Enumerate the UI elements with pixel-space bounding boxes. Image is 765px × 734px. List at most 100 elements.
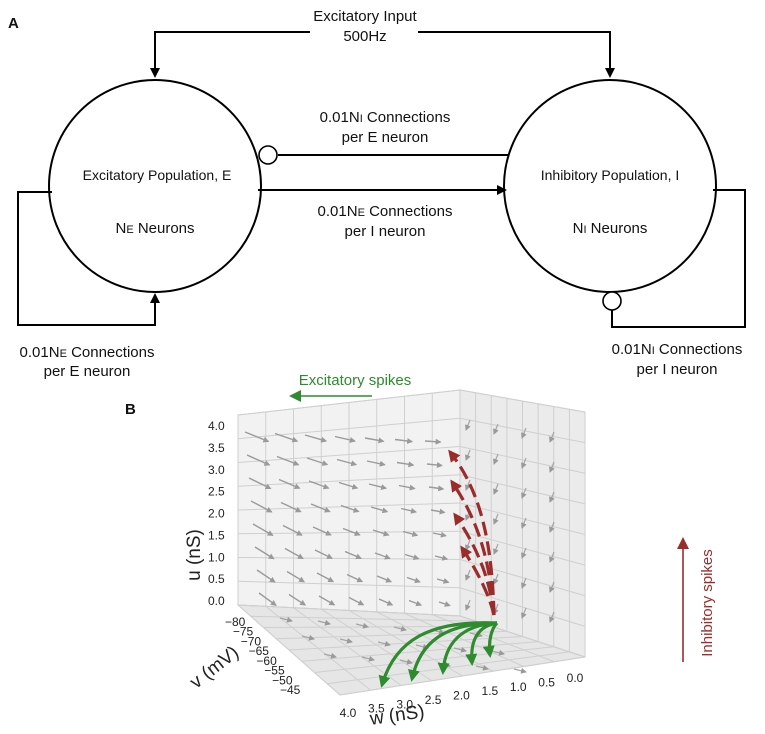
vector-arrow — [465, 479, 471, 491]
v-tick-label: −45 — [280, 683, 301, 697]
excitatory-spikes-label: Excitatory spikes — [299, 372, 412, 389]
vector-arrow — [254, 546, 275, 560]
grid-lines — [237, 389, 586, 696]
vector-arrow — [549, 581, 555, 593]
vector-arrow — [493, 453, 499, 465]
grid-line — [237, 474, 461, 487]
vector-arrow — [342, 527, 361, 536]
vector-arrow — [370, 506, 389, 514]
v-tick-label: −50 — [272, 673, 293, 687]
vector-arrow — [374, 552, 391, 560]
vector-arrow — [521, 487, 527, 499]
u-tick-label: 2.5 — [208, 485, 225, 499]
vector-arrow — [549, 491, 555, 503]
vector-arrow — [438, 601, 451, 607]
i-to-i-label-1: 0.01NI Connections — [612, 341, 743, 358]
v-axis-ticks: −80−75−70−65−60−55−50−45 — [225, 615, 301, 697]
grid-line — [339, 656, 586, 696]
w-tick-label: 0.0 — [567, 671, 584, 685]
vector-arrow — [336, 458, 358, 467]
e-to-e-recurrent — [17, 191, 160, 326]
vector-arrow — [493, 513, 499, 525]
vector-arrow — [549, 461, 555, 473]
u-tick-label: 1.0 — [208, 550, 225, 564]
vector-arrow — [323, 652, 337, 659]
panel-a-label: A — [8, 15, 19, 32]
vector-arrow — [465, 449, 471, 461]
input-label-1: Excitatory Input — [313, 8, 417, 25]
u-tick-label: 3.0 — [208, 463, 225, 477]
i-to-i-terminal — [602, 291, 622, 311]
exc-trajectory-5 — [482, 621, 499, 658]
excitatory-trajectories — [378, 621, 499, 688]
vector-arrow — [286, 570, 306, 583]
w-tick-label: 1.0 — [510, 680, 527, 694]
grid-line — [404, 612, 524, 667]
vector-arrow — [346, 573, 364, 583]
vector-arrow — [549, 551, 555, 563]
grid-line — [459, 446, 586, 474]
w-tick-label: 3.0 — [396, 697, 413, 711]
v-axis-label: v (mV) — [186, 642, 243, 693]
vector-arrow — [248, 477, 272, 490]
vector-arrow — [276, 455, 300, 466]
u-axis-ticks: 0.00.51.01.52.02.53.03.54.0 — [208, 419, 225, 608]
vector-arrow — [549, 521, 555, 533]
u-tick-label: 4.0 — [208, 419, 225, 433]
vector-arrow — [404, 553, 420, 561]
vector-arrow — [308, 480, 330, 490]
grid-line — [301, 641, 539, 662]
exc-trajectory-3 — [437, 621, 498, 675]
u-tick-label: 0.0 — [208, 594, 225, 608]
panel-a: A Excitatory Input 500Hz Excitatory Popu… — [8, 8, 746, 380]
vector-arrow — [434, 554, 449, 561]
vector-arrow — [306, 457, 329, 466]
vector-arrow — [396, 461, 415, 468]
vector-arrow — [317, 619, 331, 626]
vector-arrow — [521, 517, 527, 529]
vector-arrow — [364, 437, 385, 444]
u-axis-label: u (nS) — [184, 529, 205, 581]
vector-arrow — [316, 572, 335, 583]
input-line-left — [154, 31, 310, 76]
vector-arrow — [284, 547, 304, 560]
v-tick-label: −80 — [225, 615, 246, 629]
vector-arrow — [394, 438, 414, 444]
vector-arrow — [361, 655, 375, 662]
w-tick-label: 1.5 — [482, 684, 499, 698]
w-tick-label: 3.5 — [368, 702, 385, 716]
vector-arrow — [465, 569, 471, 581]
u-tick-label: 3.5 — [208, 441, 225, 455]
vector-arrow — [475, 664, 489, 671]
w-tick-label: 2.0 — [453, 689, 470, 703]
panel-b: B 0.00.51.01.52.02.53.03.54.0 −80−75−70−… — [125, 372, 716, 730]
vector-arrow — [521, 547, 527, 559]
vector-arrow — [372, 529, 390, 537]
vector-arrow — [493, 543, 499, 555]
vector-arrow — [318, 595, 336, 606]
vector-arrow — [521, 577, 527, 589]
vector-arrow — [244, 431, 270, 443]
inhibitory-trajectories — [448, 449, 496, 616]
inhibitory-population-name: Inhibitory Population, I — [541, 167, 680, 183]
i-to-e-label-2: per E neuron — [342, 129, 429, 146]
vector-field — [244, 419, 555, 674]
vector-arrow — [493, 573, 499, 585]
vector-arrow — [344, 550, 362, 560]
i-to-e-terminal — [258, 145, 278, 165]
vector-arrow — [432, 531, 447, 538]
vector-arrow — [377, 640, 391, 647]
vector-arrow — [465, 419, 471, 431]
v-tick-label: −55 — [264, 664, 285, 678]
vector-arrow — [521, 427, 527, 439]
grid-line — [459, 389, 586, 413]
vector-arrow — [493, 483, 499, 495]
vector-arrow — [521, 457, 527, 469]
vector-arrow — [334, 435, 356, 443]
vector-arrow — [430, 508, 446, 515]
u-tick-label: 2.0 — [208, 507, 225, 521]
vector-arrow — [256, 569, 276, 583]
grid-line — [432, 614, 555, 663]
vector-arrow — [436, 578, 450, 584]
